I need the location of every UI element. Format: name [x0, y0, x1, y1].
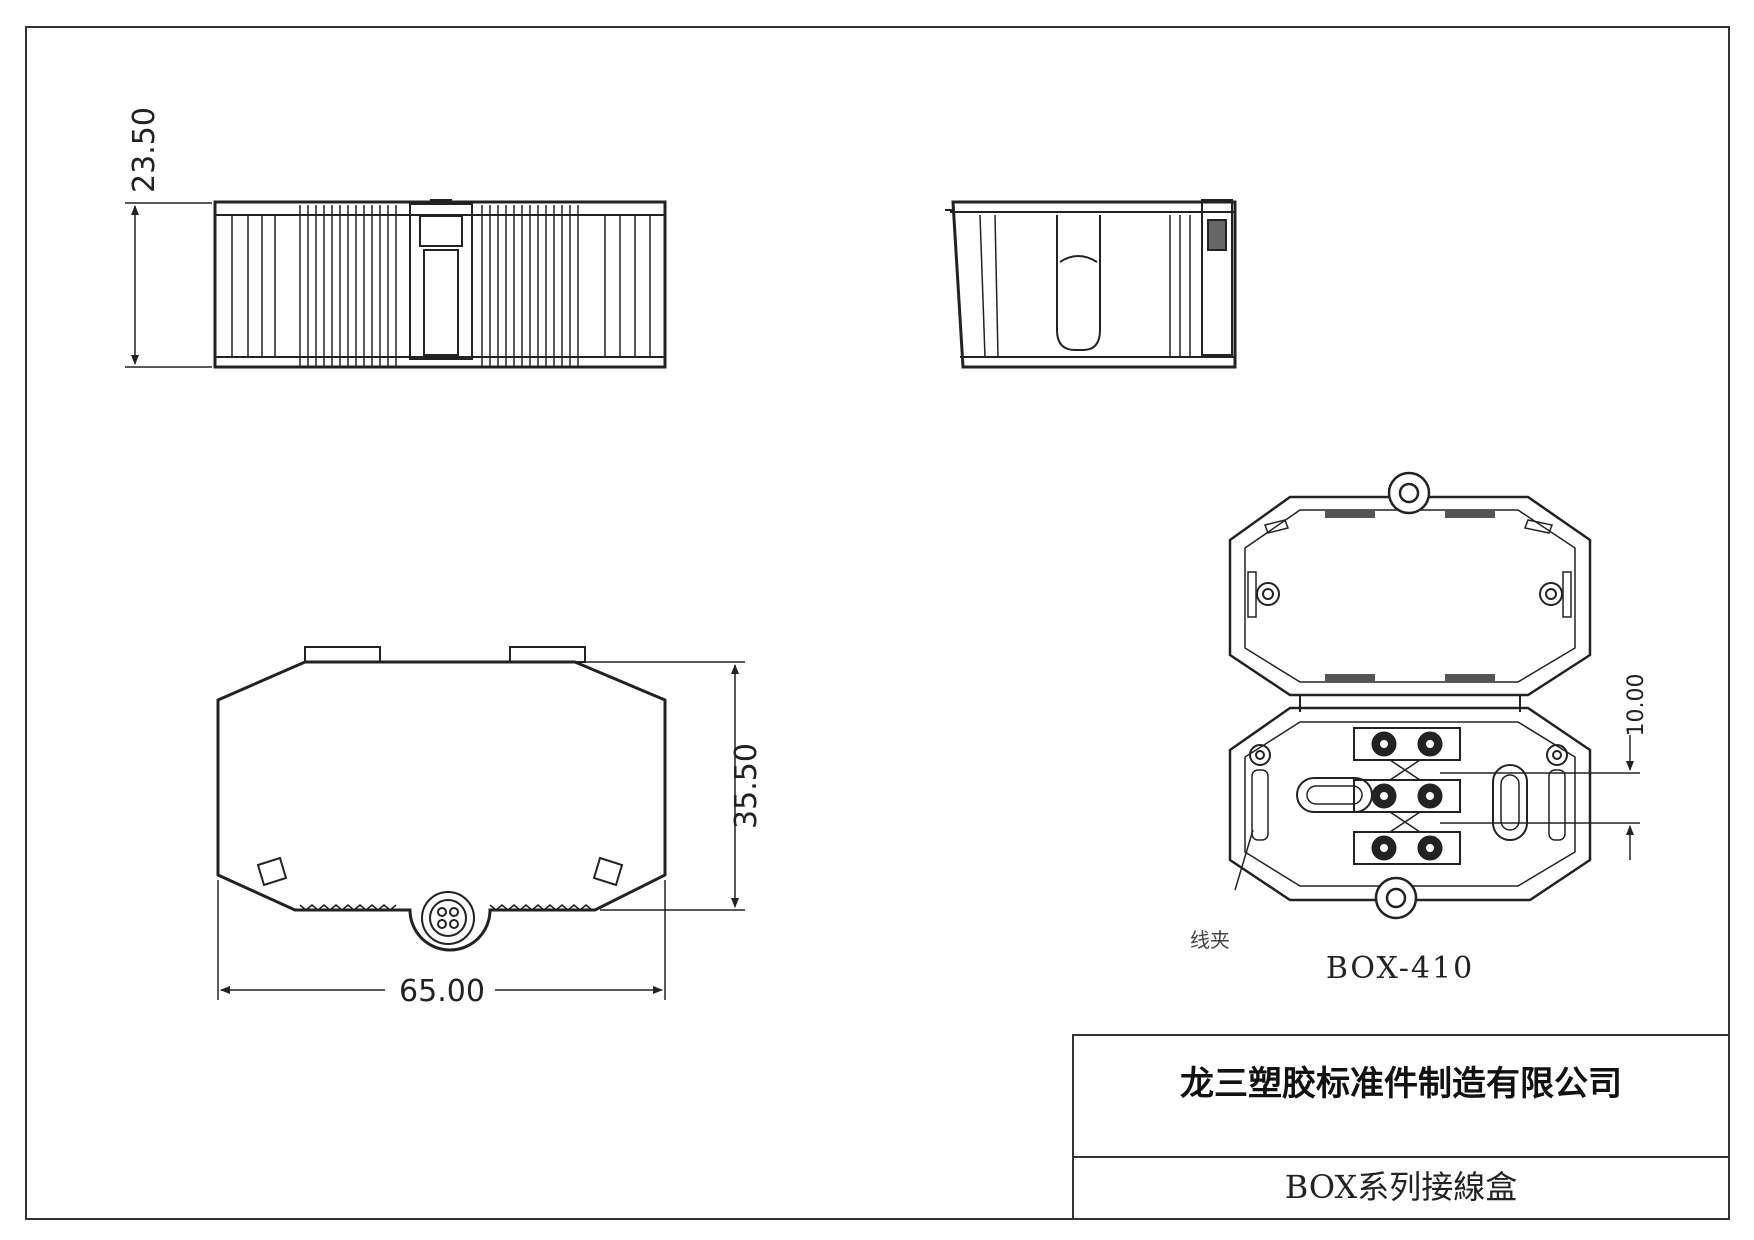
bottom-clip-right	[592, 856, 624, 887]
cable-entry-left-icon	[1296, 777, 1373, 813]
drawing-border	[25, 26, 1730, 1220]
terminal-pitch-label: 10.00	[1624, 674, 1649, 737]
depth-dimension-label: 35.50	[729, 743, 764, 829]
cable-gland-icon	[421, 891, 475, 945]
cable-entry-right-icon	[1492, 764, 1528, 841]
depth-dimension	[580, 661, 745, 911]
base-screw-bottom	[1374, 876, 1418, 920]
width-dimension-label: 65.00	[399, 974, 485, 1009]
front-latch	[409, 199, 473, 360]
width-dimension	[217, 880, 666, 1000]
company-name: 龙三塑胶标准件制造有限公司	[1180, 1064, 1622, 1104]
bottom-view	[216, 646, 667, 952]
bottom-serrated-edge	[299, 904, 593, 911]
terminal-block	[1353, 727, 1461, 865]
plan-view-box-410	[1228, 471, 1592, 920]
terminal-screw-icons	[1371, 731, 1443, 861]
height-dimension	[125, 202, 212, 368]
base-post-left	[1249, 744, 1271, 841]
lid-screw-right-icon	[1539, 571, 1572, 618]
model-label: BOX-410	[1326, 951, 1474, 986]
title-block	[1072, 1034, 1730, 1220]
lid-hinge-tab	[1387, 471, 1431, 515]
cable-clamp-callout: 线夹	[1190, 928, 1230, 952]
front-ribs-right	[481, 205, 651, 367]
side-elevation-view	[945, 199, 1237, 369]
base-outline	[1228, 706, 1592, 902]
front-ribs-left	[231, 205, 397, 367]
base-post-right	[1546, 744, 1568, 841]
height-dimension-label: 23.50	[127, 107, 162, 193]
front-elevation-view	[213, 199, 667, 369]
terminal-pitch-dimension	[1440, 735, 1640, 860]
series-name: BOX系列接線盒	[1285, 1168, 1518, 1206]
lid-screw-left-icon	[1247, 571, 1280, 618]
cable-clamp-leader-line	[1234, 829, 1254, 891]
bottom-clip-left	[256, 856, 288, 887]
lid-outline	[1228, 495, 1592, 697]
side-latch-slot	[1056, 215, 1101, 351]
